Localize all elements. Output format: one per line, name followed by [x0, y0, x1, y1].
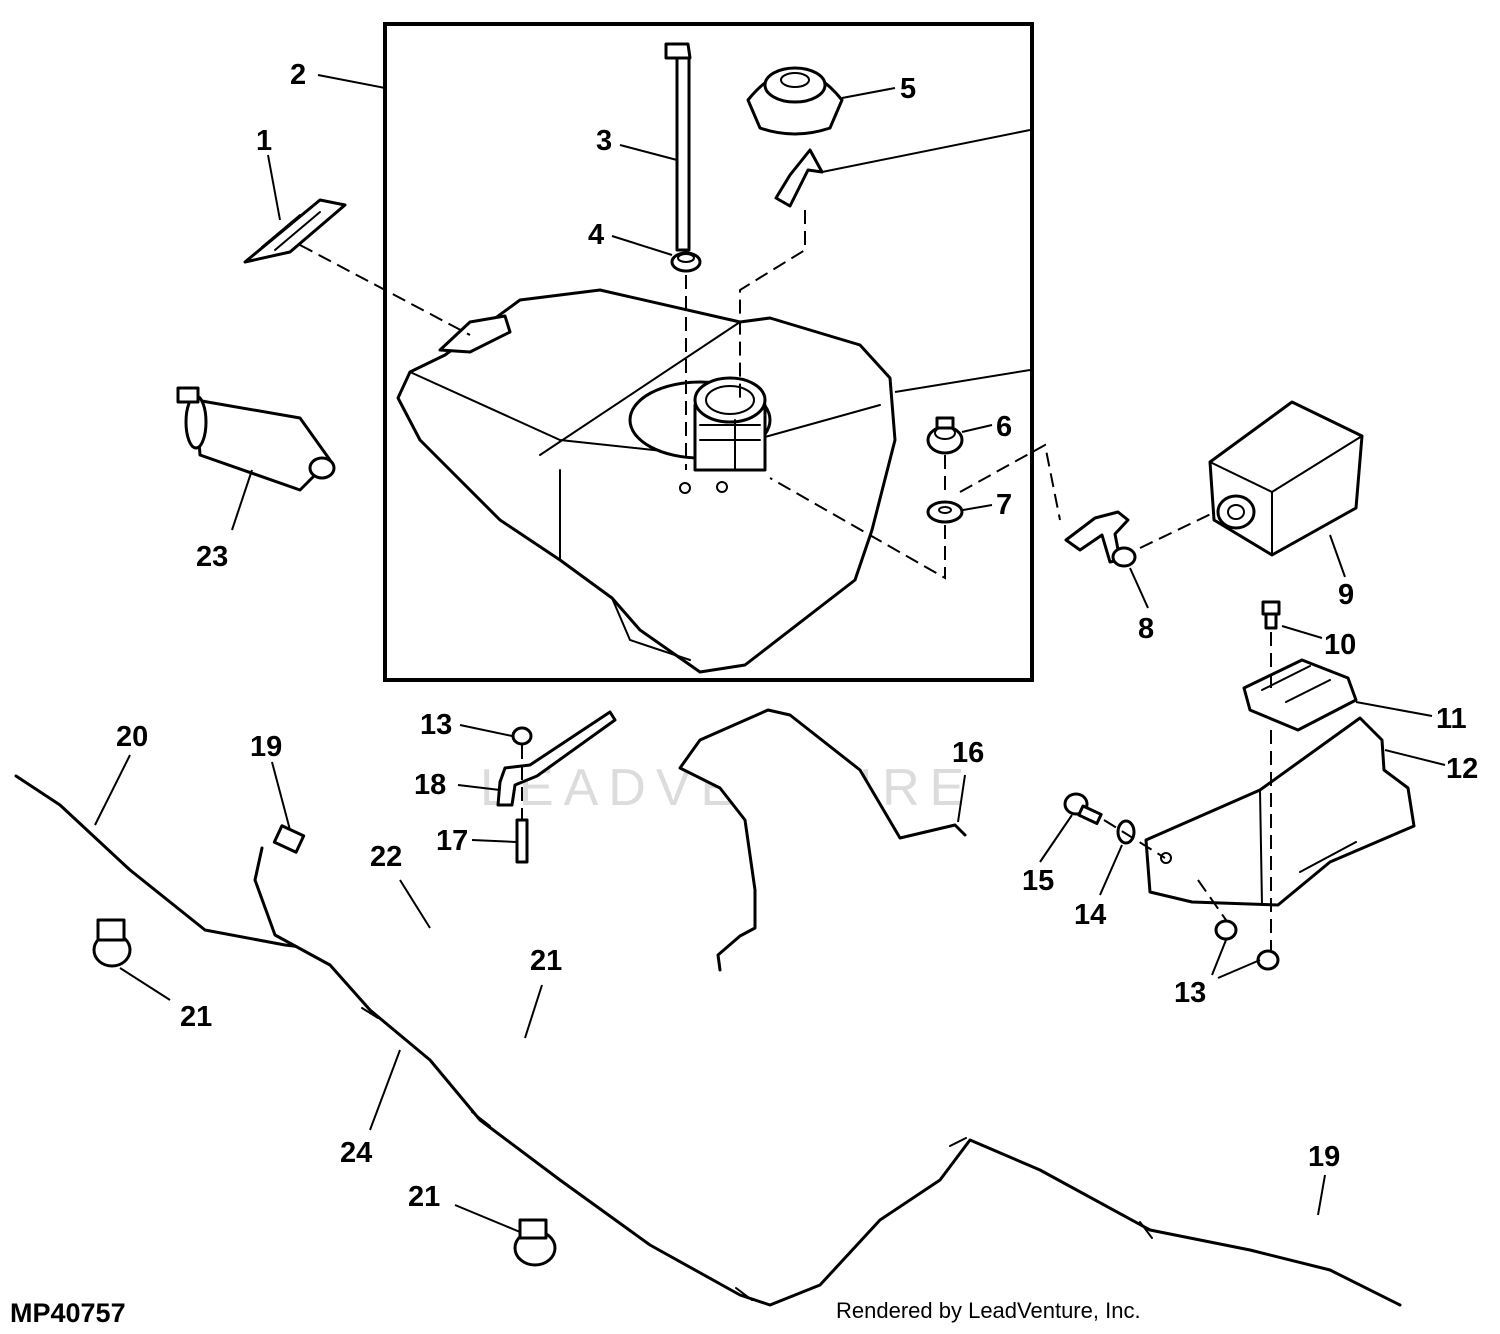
callout-17: 17 [436, 825, 468, 857]
grommet-part-4 [670, 251, 702, 273]
fuel-tank [396, 288, 897, 674]
callout-23: 23 [196, 541, 228, 573]
shield-plate-part-1 [243, 198, 347, 264]
callout-7: 7 [996, 489, 1012, 521]
callout-21-bottom: 21 [408, 1181, 440, 1213]
washer-part-14 [1116, 819, 1136, 845]
clamp-part-19 [272, 824, 306, 854]
render-credit: Rendered by LeadVenture, Inc. [836, 1298, 1141, 1323]
nut-part-13-lower [1214, 919, 1280, 971]
figure-id: MP40757 [10, 1298, 126, 1328]
grommet-part-7 [926, 500, 964, 524]
vent-valve-part-6 [926, 416, 964, 455]
callout-9: 9 [1338, 579, 1354, 611]
callout-labels: 1 2 3 4 5 6 7 8 9 10 11 12 13 13 14 15 1… [116, 59, 1478, 1213]
callout-16: 16 [952, 737, 984, 769]
callout-20: 20 [116, 721, 148, 753]
fuel-cap-part-5 [746, 66, 844, 136]
callout-18: 18 [414, 769, 446, 801]
callout-22: 22 [370, 841, 402, 873]
callout-5: 5 [900, 73, 916, 105]
assembly-lines [299, 210, 1272, 950]
callout-13-lower: 13 [1174, 977, 1206, 1009]
callout-1: 1 [256, 125, 272, 157]
leader-lines [94, 74, 1446, 1233]
callout-13-upper: 13 [420, 709, 452, 741]
callout-12: 12 [1446, 753, 1478, 785]
callout-2: 2 [290, 59, 306, 91]
callout-19-right: 19 [1308, 1141, 1340, 1173]
cap-tether [774, 148, 824, 208]
dip-tube-part-3 [664, 42, 692, 252]
callout-11: 11 [1436, 703, 1467, 735]
callout-8: 8 [1138, 613, 1154, 645]
hose-clamp-part-21-a [92, 918, 132, 968]
canister-bracket-part-11 [1242, 658, 1358, 732]
callout-10: 10 [1324, 629, 1356, 661]
callout-3: 3 [596, 125, 612, 157]
fuel-hose-part-24 [253, 846, 1402, 1307]
callout-14: 14 [1074, 899, 1106, 931]
callout-21-middle: 21 [530, 945, 562, 977]
callout-21-left: 21 [180, 1001, 212, 1033]
fuel-line-part-16 [678, 708, 967, 972]
carbon-canister-part-9 [1208, 400, 1364, 557]
nut-part-13-upper [511, 726, 533, 746]
hose-clamp-part-21-c [513, 1218, 557, 1267]
elbow-hose-part-8 [1064, 510, 1137, 568]
bolt-part-15 [1063, 792, 1103, 826]
callout-15: 15 [1022, 865, 1054, 897]
tank-assembly-frame [383, 22, 1034, 682]
bolt-part-17 [515, 818, 529, 864]
callout-19-left: 19 [250, 731, 282, 763]
callout-4: 4 [588, 219, 604, 251]
callout-6: 6 [996, 411, 1012, 443]
hose-part-18 [496, 710, 617, 807]
mounting-bracket-part-12 [1144, 716, 1416, 907]
bolt-part-10 [1261, 600, 1281, 630]
fuel-filter-part-23 [176, 386, 336, 492]
callout-24: 24 [340, 1137, 372, 1169]
